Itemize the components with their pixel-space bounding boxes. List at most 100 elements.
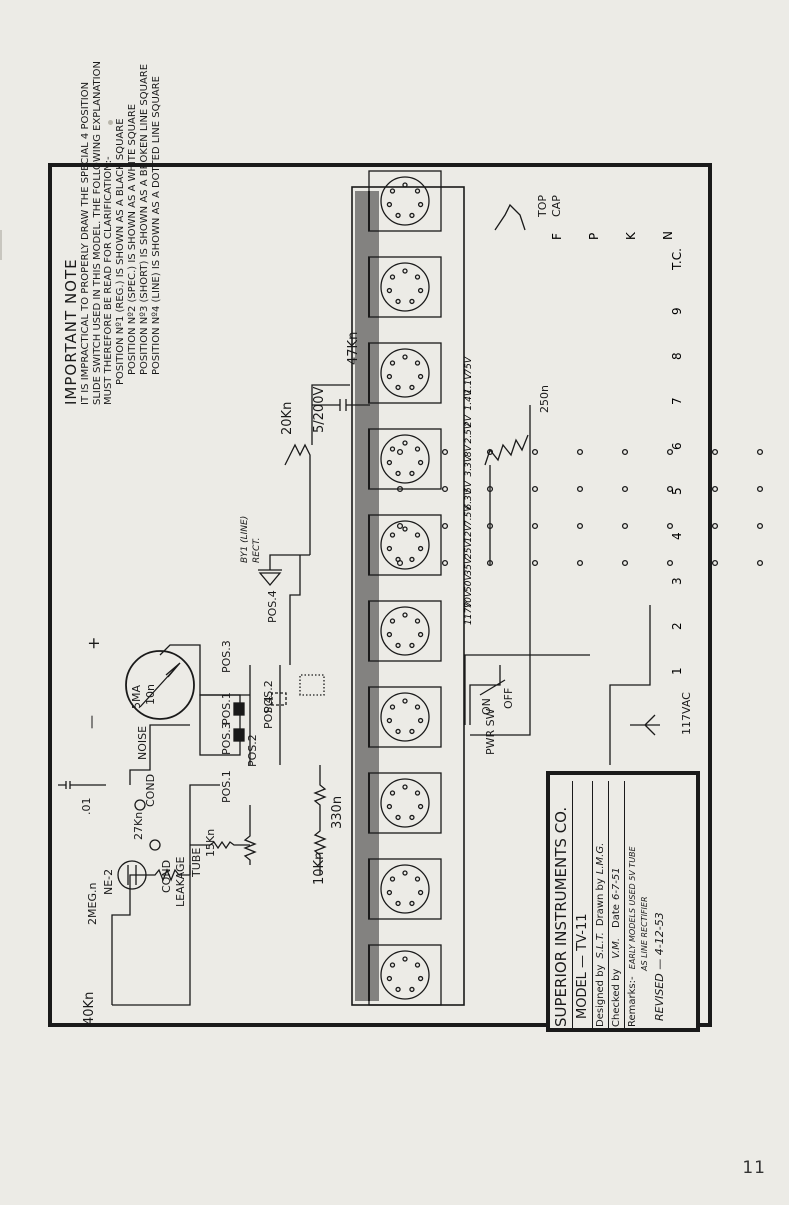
note-line-2: SLIDE SWITCH USED IN THIS MODEL. THE FOL… (91, 61, 103, 405)
drawn-label: Drawn by (595, 878, 606, 927)
terminal-number: 9 (670, 307, 684, 315)
tube-socket (368, 342, 442, 404)
terminal-number: 4 (670, 532, 684, 540)
page-number: 11 (742, 1158, 766, 1178)
terminal-number: T.C. (670, 248, 684, 270)
tube-socket (368, 858, 442, 920)
tube-socket (368, 772, 442, 834)
label-47k: 47Kn (346, 331, 361, 365)
switch-terminal (756, 448, 764, 456)
note-title: IMPORTANT NOTE (62, 258, 80, 405)
switch-terminal (756, 485, 764, 493)
remarks-label: Remarks:- (627, 976, 638, 1027)
tube-socket (368, 256, 442, 318)
label-pos2-b: POS.2 (262, 680, 275, 713)
label-5ma: 5MA (130, 684, 143, 709)
switch-terminal (531, 559, 539, 567)
title-block-text: SUPERIOR INSTRUMENTS CO. MODEL — TV-11 D… (550, 781, 690, 1031)
switch-terminal (531, 522, 539, 530)
switch-terminal (756, 559, 764, 567)
label-cond-top: COND (144, 773, 157, 807)
revised-date: REVISED — 4-12-53 (653, 912, 666, 1021)
label-minus: — (84, 715, 100, 729)
voltage-tap-label: 12V (464, 524, 474, 543)
voltage-tap-label: 50V (464, 574, 474, 592)
voltage-tap-label: 2V (464, 415, 474, 427)
switch-letter: F (550, 233, 564, 240)
switch-terminal (441, 448, 449, 456)
switch-terminal (621, 522, 629, 530)
label-pos4-c: POS.4 (266, 590, 279, 623)
schematic-text: IMPORTANT NOTE IT IS IMPRACTICAL TO PROP… (50, 61, 710, 1031)
label-plus: + (84, 636, 103, 650)
company-name: SUPERIOR INSTRUMENTS CO. (550, 781, 573, 1031)
voltage-tap-label: 5V (464, 481, 474, 493)
tube-socket (368, 686, 442, 748)
label-tube: TUBE (190, 847, 203, 877)
label-on: ON (480, 698, 493, 715)
date-label: Date (611, 904, 622, 928)
drawn-value: L.M.G. (595, 842, 606, 875)
switch-terminal (666, 485, 674, 493)
voltage-tap-label: .75V (464, 357, 474, 378)
note-line-7: POSITION Nº4 (LINE) IS SHOWN AS A DOTTED… (150, 76, 162, 375)
label-pos3-b: POS.3 (220, 722, 233, 755)
switch-terminal (396, 485, 404, 493)
label-117vac: 117VAC (680, 692, 693, 735)
switch-terminal (666, 522, 674, 530)
remarks-line-2: AS LINE RECTIFIER (640, 896, 649, 971)
note-line-1: IT IS IMPRACTICAL TO PROPERLY DRAW THE S… (79, 81, 91, 405)
date-value: 6-7-51 (611, 867, 622, 901)
switch-letter: K (624, 232, 638, 240)
label-top: TOP (536, 194, 549, 217)
important-note: IMPORTANT NOTE IT IS IMPRACTICAL TO PROP… (62, 61, 226, 405)
switch-letter: P (587, 232, 601, 240)
switch-terminal (396, 522, 404, 530)
label-pos1-a: POS.1 (220, 770, 233, 803)
note-line-3: MUST THEREFORE BE READ FOR CLARIFICATION… (103, 156, 115, 405)
label-cap-01: .01 (80, 797, 93, 816)
switch-terminal (756, 522, 764, 530)
switch-terminal (711, 559, 719, 567)
title-block (546, 771, 700, 1032)
terminal-number: 5 (670, 487, 684, 495)
switch-terminal (711, 448, 719, 456)
voltage-tap-label: 35V (464, 557, 474, 576)
terminal-number: 7 (670, 397, 684, 405)
label-pos1-b: POS.1 (220, 692, 233, 725)
label-40k: 40Kn (82, 991, 97, 1025)
switch-terminal (621, 559, 629, 567)
switch-terminal (576, 485, 584, 493)
switch-terminal (531, 485, 539, 493)
label-off: OFF (502, 687, 515, 709)
note-line-6: POSITION Nº3 (SHORT) IS SHOWN AS A BROKE… (138, 63, 150, 375)
switch-terminal (396, 559, 404, 567)
label-pwr-sw: PWR SW (484, 708, 497, 755)
switch-letter: N (661, 231, 675, 240)
label-330: 330n (330, 795, 345, 829)
label-20k: 20Kn (280, 401, 295, 435)
voltage-tap-label: 70V (464, 590, 474, 609)
switch-terminal (621, 448, 629, 456)
switch-terminal (666, 448, 674, 456)
switch-terminal (666, 559, 674, 567)
switch-terminal (441, 485, 449, 493)
voltage-tap-label: .8V (464, 445, 474, 460)
terminal-number: 6 (670, 442, 684, 450)
terminal-number: 8 (670, 352, 684, 360)
designed-value: S.L.T. (595, 932, 606, 959)
switch-terminal (576, 559, 584, 567)
switch-terminal (576, 448, 584, 456)
label-15k: 15Kn (204, 828, 217, 857)
label-pos2-a: POS.2 (246, 734, 259, 767)
switch-terminal (531, 448, 539, 456)
label-pos3-c: POS.3 (220, 640, 233, 673)
label-250ohm: 250n (538, 385, 551, 413)
label-cond-bottom: COND (160, 859, 173, 893)
remarks-line-1: EARLY MODELS USED 5V TUBE (628, 846, 637, 970)
switch-terminal (396, 448, 404, 456)
label-10k: 10Kn (312, 851, 327, 885)
